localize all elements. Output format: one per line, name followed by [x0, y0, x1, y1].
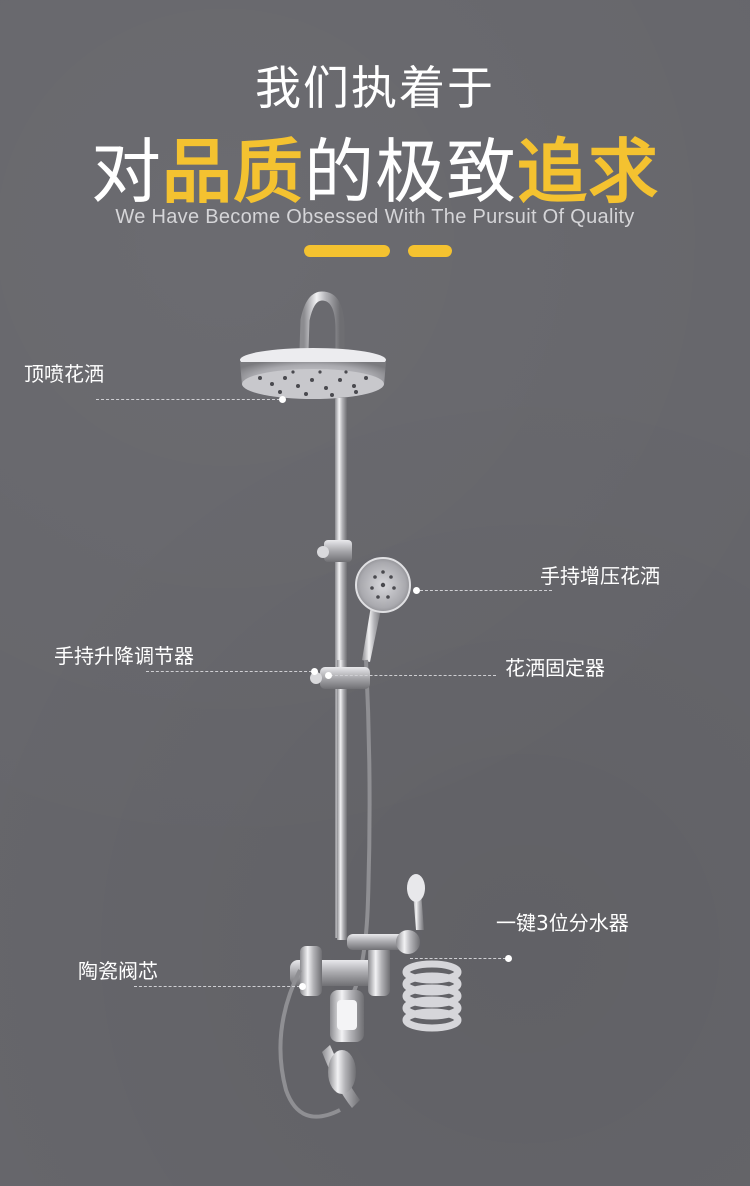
english-subtitle: We Have Become Obsessed With The Pursuit… [115, 206, 635, 228]
headline-highlight: 追求 [517, 131, 659, 213]
pointer-dot-top-shower [279, 396, 286, 403]
headline-line-1: 我们执着于 [255, 61, 495, 115]
accent-bar-long [304, 245, 390, 257]
pointer-dot-shower-holder [325, 672, 332, 679]
leader-diverter [410, 958, 506, 959]
headline-part: 对 [91, 131, 162, 213]
pointer-dot-lift-adjuster [311, 668, 318, 675]
label-diverter: 一键3位分水器 [496, 911, 629, 935]
pointer-dot-diverter [505, 955, 512, 962]
pointer-dot-handheld-shower [413, 587, 420, 594]
pointer-dot-ceramic-valve [299, 983, 306, 990]
accent-bar-short [408, 245, 452, 257]
leader-handheld-shower [420, 590, 552, 591]
leader-top-shower [96, 399, 280, 400]
label-top-shower: 顶喷花洒 [24, 362, 104, 386]
leader-ceramic-valve [134, 986, 300, 987]
headline-line-2: 对品质的极致追求 [0, 116, 750, 217]
headline-highlight: 品质 [162, 131, 304, 213]
headline-part: 的极致 [304, 131, 517, 213]
label-ceramic-valve: 陶瓷阀芯 [78, 959, 158, 983]
label-lift-adjuster: 手持升降调节器 [54, 644, 194, 668]
label-handheld-shower: 手持增压花洒 [540, 564, 660, 588]
label-shower-holder: 花洒固定器 [505, 656, 605, 680]
leader-shower-holder [330, 675, 496, 676]
leader-lift-adjuster [146, 671, 312, 672]
